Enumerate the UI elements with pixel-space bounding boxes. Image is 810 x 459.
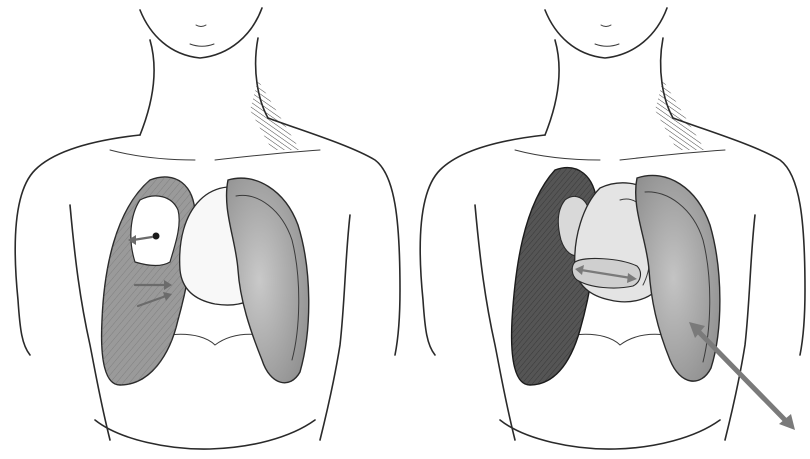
neck-left <box>545 40 559 135</box>
clavicle-right <box>215 150 320 160</box>
normal-lung <box>227 178 309 383</box>
mouth-line <box>595 44 619 46</box>
anatomy-illustration-right <box>405 0 810 459</box>
figure-right <box>405 0 810 459</box>
chin-outline <box>545 8 667 58</box>
clavicle-left <box>515 150 600 160</box>
chin-outline <box>140 8 262 58</box>
figure-left <box>0 0 405 459</box>
left-arm <box>475 205 515 440</box>
anatomy-illustration-left <box>0 0 405 459</box>
dot-icon <box>153 233 160 240</box>
clavicle-left <box>110 150 195 160</box>
right-arm <box>320 215 350 440</box>
neck-left <box>140 40 154 135</box>
waist <box>500 420 720 449</box>
neck-shadow <box>655 80 705 150</box>
neck-shadow <box>250 80 300 150</box>
right-arm <box>725 215 755 440</box>
waist <box>95 420 315 449</box>
clavicle-right <box>620 150 725 160</box>
mouth-line <box>190 44 214 46</box>
collapsed-lung-tissue <box>131 196 179 266</box>
